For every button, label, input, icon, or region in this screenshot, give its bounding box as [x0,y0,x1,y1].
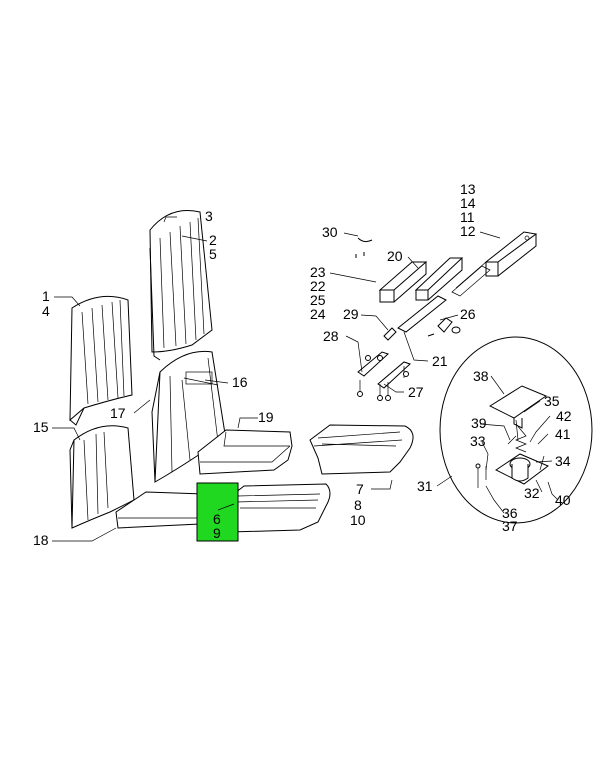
callout-labels: 1 4 3 2 5 17 16 15 18 19 6 9 7 8 10 13 1… [33,181,572,548]
bolt-30[interactable] [355,237,373,258]
callout-29: 29 [343,306,359,322]
callout-35: 35 [544,393,560,409]
callout-6: 6 [213,511,221,527]
callout-22: 22 [310,278,326,294]
callout-26: 26 [460,306,476,322]
seat-cushion-6[interactable] [225,483,331,533]
callout-42: 42 [556,408,572,424]
seat-cushion-7[interactable] [309,424,414,475]
seat-cushion-19[interactable] [197,429,293,475]
callout-12: 12 [460,223,476,239]
callout-32: 32 [524,485,540,501]
seat-back-left[interactable] [69,295,133,426]
callout-10: 10 [350,512,366,528]
callout-33: 33 [470,433,486,449]
callout-41: 41 [555,426,571,442]
seat-back-tall[interactable] [149,210,213,361]
callout-19: 19 [258,409,274,425]
callout-27: 27 [408,384,424,400]
callout-13: 13 [460,181,476,197]
callout-8: 8 [354,497,362,513]
rail-28-27[interactable] [357,351,411,401]
callout-39: 39 [471,415,487,431]
callout-21: 21 [432,353,448,369]
callout-30: 30 [322,224,338,240]
callout-40: 40 [555,492,571,508]
callout-4: 4 [42,303,50,319]
callout-36: 36 [502,505,518,521]
callout-25: 25 [310,292,326,308]
rail-23[interactable] [378,261,428,303]
callout-23: 23 [310,264,326,280]
slide-21[interactable] [397,295,447,333]
highlight-callout-6-9[interactable] [196,482,239,542]
latch-26[interactable] [427,317,461,337]
detail-circle-31[interactable] [439,336,593,524]
callout-9: 9 [213,525,221,541]
callout-34: 34 [555,453,571,469]
callout-14: 14 [460,195,476,211]
callout-15: 15 [33,419,49,435]
callout-28: 28 [323,328,339,344]
callout-24: 24 [310,306,326,322]
callout-16: 16 [232,374,248,390]
callout-31: 31 [417,478,433,494]
rail-20[interactable] [414,257,464,301]
bracket-29[interactable] [383,327,397,341]
callout-3: 3 [205,208,213,224]
callout-37: 37 [502,518,518,534]
callout-38: 38 [473,368,489,384]
leader-lines [52,216,559,542]
callout-18: 18 [33,532,49,548]
callout-2: 2 [209,232,217,248]
seat-back-lower-left[interactable] [69,425,135,529]
callout-5: 5 [209,246,217,262]
callout-1: 1 [42,288,50,304]
rail-12[interactable] [484,231,538,277]
callout-7: 7 [356,481,364,497]
callout-20: 20 [387,248,403,264]
callout-17: 17 [110,405,126,421]
callout-11: 11 [460,209,475,225]
slide-bracket[interactable] [451,261,491,297]
